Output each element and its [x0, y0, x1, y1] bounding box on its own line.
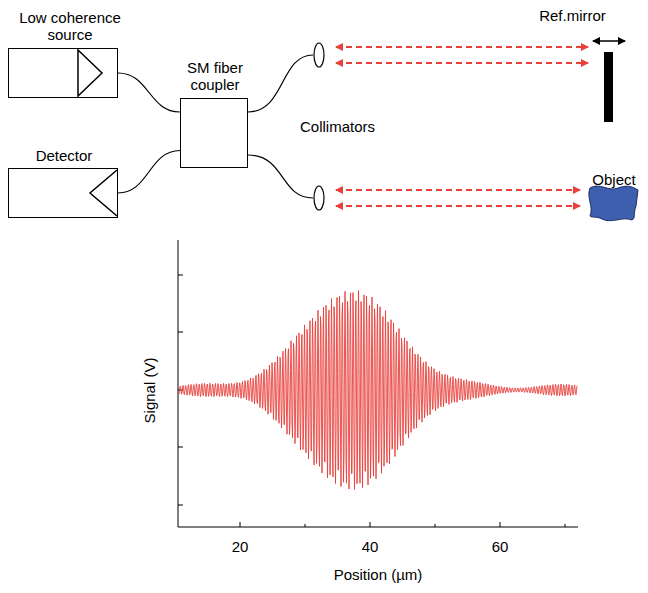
light-source-box: Low coherence source [8, 48, 118, 98]
node-label: Low coherence source [5, 9, 135, 43]
x-axis [178, 527, 578, 528]
collimator-lens [314, 186, 324, 210]
node-label: Ref.mirror [528, 7, 618, 24]
collimator-lens [314, 43, 324, 67]
optical-fiber [118, 73, 180, 112]
light-beam [336, 46, 588, 48]
detector-box: Detector [8, 168, 118, 218]
object-node: Object [588, 186, 640, 222]
optical-fiber [118, 151, 180, 194]
y-axis [178, 240, 179, 527]
node-label: SM fiber coupler [165, 59, 265, 93]
fiber-coupler-box: SM fiber coupler [180, 98, 248, 168]
tick-label: 60 [492, 538, 509, 555]
light-beam [336, 189, 580, 191]
object-sample [589, 186, 638, 221]
reference-mirror [604, 52, 613, 122]
motion-arrow [593, 40, 625, 42]
axis-title: Position (µm) [334, 566, 423, 583]
light-beam [336, 62, 588, 64]
tick-label: 40 [362, 538, 379, 555]
node-label: Detector [9, 147, 119, 164]
mirror-node: Ref.mirror [604, 52, 613, 122]
interference-signal [179, 291, 577, 490]
detector-icon [90, 170, 117, 216]
component-label: Collimators [300, 118, 375, 135]
axis-title: Signal (V) [141, 357, 158, 423]
optical-fiber [248, 55, 313, 112]
node-label: Object [584, 171, 644, 188]
optical-fiber [248, 155, 313, 198]
light-beam [336, 205, 580, 207]
tick-label: 20 [232, 538, 249, 555]
source-icon [78, 50, 102, 96]
